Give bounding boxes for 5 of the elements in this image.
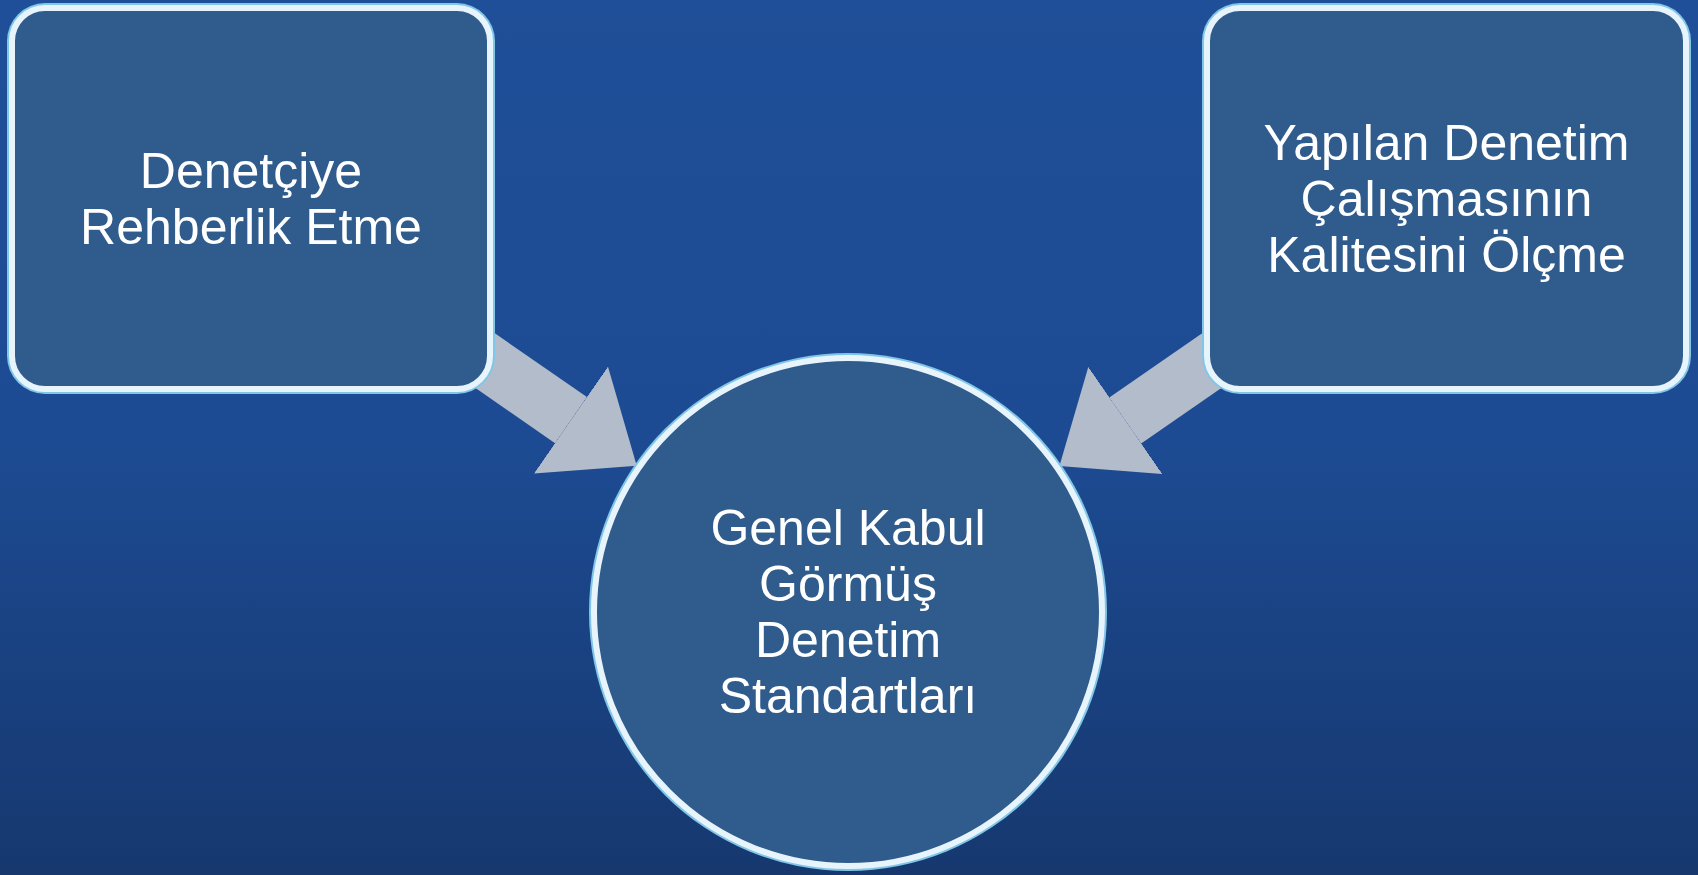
node-label: Denetçiye Rehberlik Etme <box>79 142 423 255</box>
rounded-box <box>9 5 493 392</box>
node-label: Genel Kabul Görmüş Denetim Standartları <box>709 500 987 724</box>
node-label: Yapılan Denetim Çalışmasının Kalitesini Ölçme <box>1262 114 1631 283</box>
rounded-box <box>1204 5 1689 392</box>
